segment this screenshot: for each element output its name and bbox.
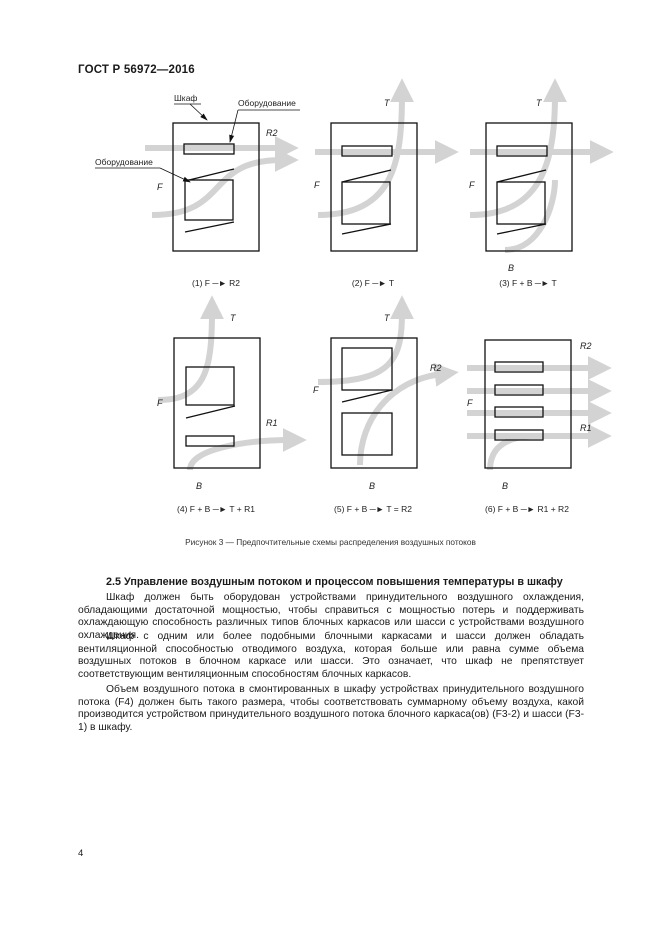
- paragraph: Шкаф должен быть оборудован устройствами…: [78, 592, 584, 641]
- panel-caption: (4) F + B ─► T + R1: [177, 504, 255, 514]
- panel-caption: (3) F + B ─► T: [499, 278, 557, 288]
- label-F: F: [313, 385, 319, 395]
- label-R2: R2: [266, 128, 278, 138]
- label-T: T: [230, 313, 237, 323]
- label-T: T: [384, 98, 391, 108]
- label-F: F: [467, 398, 473, 408]
- document-header: ГОСТ Р 56972—2016: [78, 64, 195, 76]
- label-R2: R2: [430, 363, 442, 373]
- label-B: B: [508, 263, 514, 273]
- label-F: F: [314, 180, 320, 190]
- figure-caption: Рисунок 3 — Предпочтительные схемы распр…: [185, 537, 476, 547]
- paragraph: Объем воздушного потока в смонтированных…: [78, 684, 584, 733]
- panel-caption: (1) F ─► R2: [192, 278, 240, 288]
- label-equipment-left: Оборудование: [95, 157, 153, 167]
- label-B: B: [502, 481, 508, 491]
- panel-caption: (2) F ─► T: [352, 278, 394, 288]
- page-number: 4: [78, 848, 84, 859]
- label-R1: R1: [580, 423, 592, 433]
- label-equipment-top: Оборудование: [238, 98, 296, 108]
- label-R2: R2: [580, 341, 592, 351]
- label-T: T: [384, 313, 391, 323]
- paragraph: Шкаф с одним или более подобными блочным…: [78, 631, 584, 680]
- label-T: T: [536, 98, 543, 108]
- label-F: F: [157, 182, 163, 192]
- label-F: F: [157, 398, 163, 408]
- label-R1: R1: [266, 418, 278, 428]
- label-F: F: [469, 180, 475, 190]
- label-cabinet: Шкаф: [174, 93, 197, 103]
- label-B: B: [196, 481, 202, 491]
- label-B: B: [369, 481, 375, 491]
- panel-caption: (5) F + B ─► T = R2: [334, 504, 412, 514]
- section-title: 2.5 Управление воздушным потоком и проце…: [106, 576, 563, 588]
- panel-caption: (6) F + B ─► R1 + R2: [485, 504, 569, 514]
- airflow-figure: Шкаф Оборудование Оборудование F R2 T F …: [95, 78, 614, 514]
